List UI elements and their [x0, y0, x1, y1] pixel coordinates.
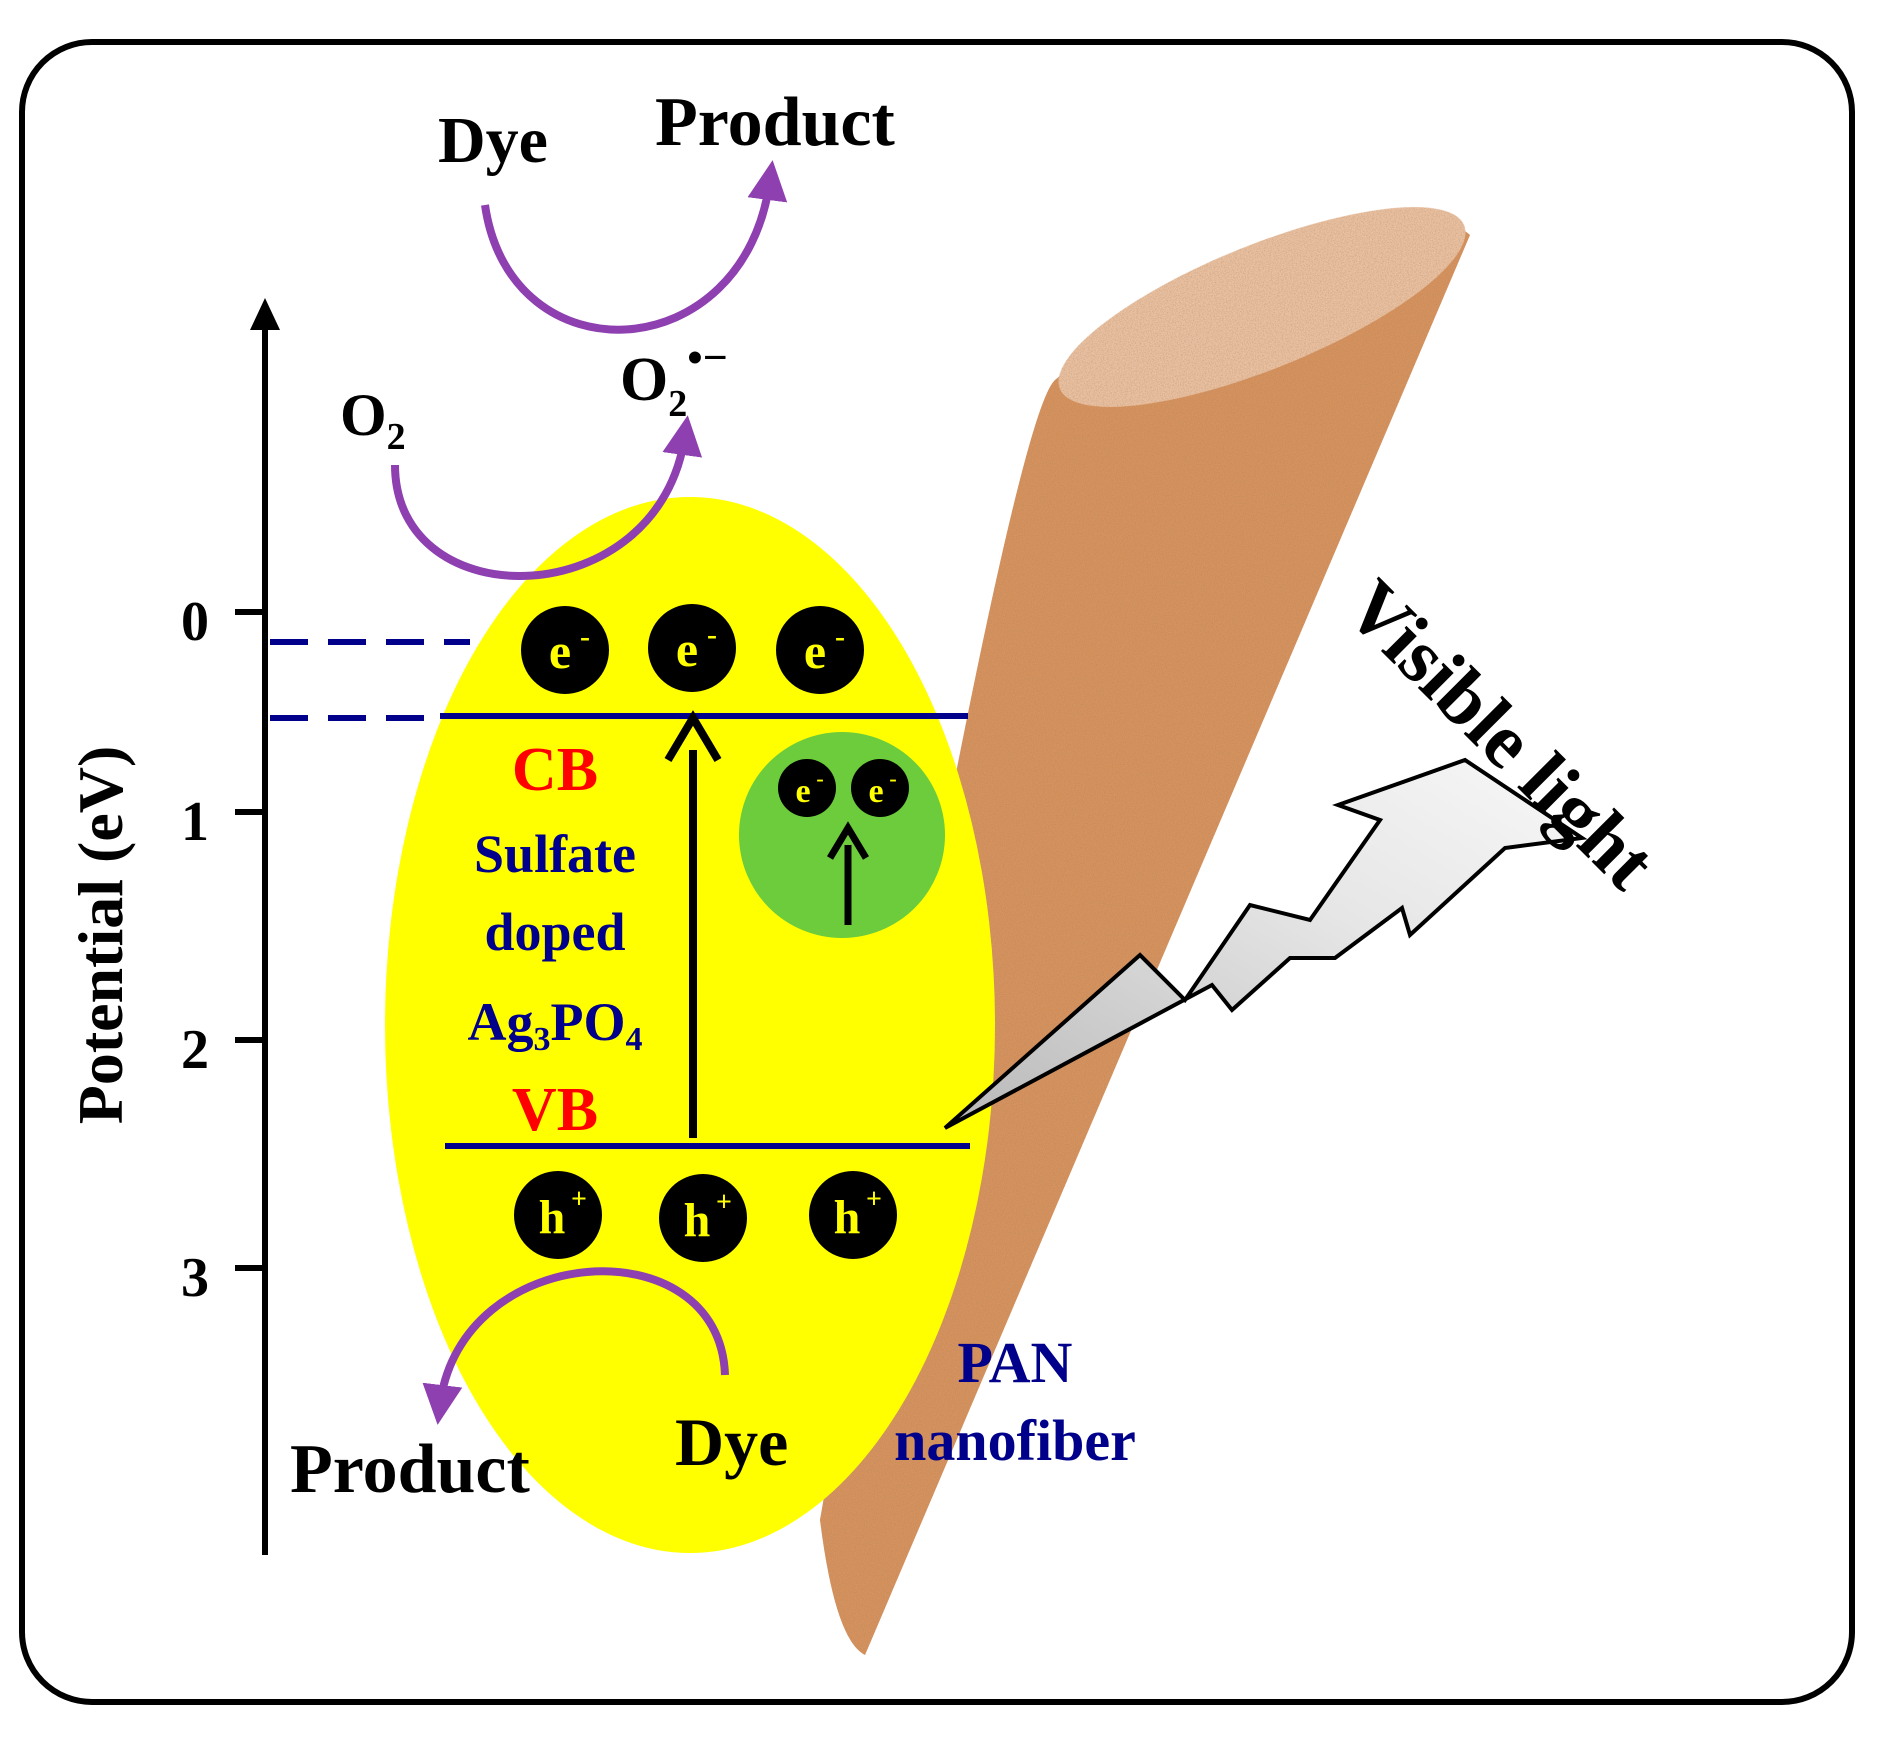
trapped-electron-1: e - [778, 759, 836, 817]
material-formula: Ag3PO4 [468, 992, 643, 1058]
lightning-bolt-icon [943, 757, 1588, 1130]
o2-label: O2 [340, 382, 406, 458]
svg-text:+: + [716, 1187, 732, 1218]
svg-text:e: e [549, 623, 571, 679]
excitation-arrowhead [664, 710, 722, 763]
axis-label: Potential (eV) [65, 746, 136, 1125]
superoxide-label: O2•− [620, 333, 728, 425]
top-dye-degradation-arrow [481, 160, 788, 334]
svg-text:-: - [707, 618, 717, 651]
tick-label-0: 0 [181, 591, 209, 653]
material-line-1: Sulfate [474, 824, 636, 884]
svg-text:e: e [676, 621, 698, 677]
hole-3: h + [809, 1171, 897, 1259]
electron-2: e - [648, 604, 736, 692]
svg-text:e: e [804, 623, 826, 679]
top-dye-label: Dye [438, 104, 548, 177]
svg-text:h: h [539, 1191, 566, 1244]
potential-axis-arrowhead [250, 298, 280, 330]
svg-text:-: - [835, 620, 845, 653]
cb-label: CB [512, 736, 598, 804]
fiber-label-line-2: nanofiber [894, 1408, 1136, 1473]
bottom-dye-label: Dye [675, 1404, 788, 1480]
svg-text:+: + [866, 1184, 882, 1215]
svg-text:-: - [816, 766, 823, 791]
hole-2: h + [659, 1174, 747, 1262]
svg-text:-: - [889, 766, 896, 791]
top-product-label: Product [655, 84, 895, 161]
svg-text:h: h [684, 1194, 711, 1247]
defect-arrowhead [826, 821, 870, 860]
bottom-product-label: Product [290, 1431, 530, 1508]
svg-text:e: e [795, 773, 810, 810]
tick-label-3: 3 [181, 1247, 209, 1309]
electron-1: e - [521, 606, 609, 694]
vb-label: VB [512, 1076, 598, 1144]
o2-reduction-arrow [391, 415, 703, 580]
svg-text:h: h [834, 1191, 861, 1244]
electron-3: e - [776, 606, 864, 694]
bottom-dye-degradation-arrow [422, 1267, 729, 1425]
trapped-electron-2: e - [851, 759, 909, 817]
svg-text:e: e [868, 773, 883, 810]
svg-text:+: + [571, 1184, 587, 1215]
hole-1: h + [514, 1171, 602, 1259]
tick-label-2: 2 [181, 1019, 209, 1081]
tick-label-1: 1 [181, 791, 209, 853]
svg-text:-: - [580, 620, 590, 653]
fiber-label-line-1: PAN [958, 1330, 1073, 1395]
material-line-2: doped [484, 902, 625, 962]
